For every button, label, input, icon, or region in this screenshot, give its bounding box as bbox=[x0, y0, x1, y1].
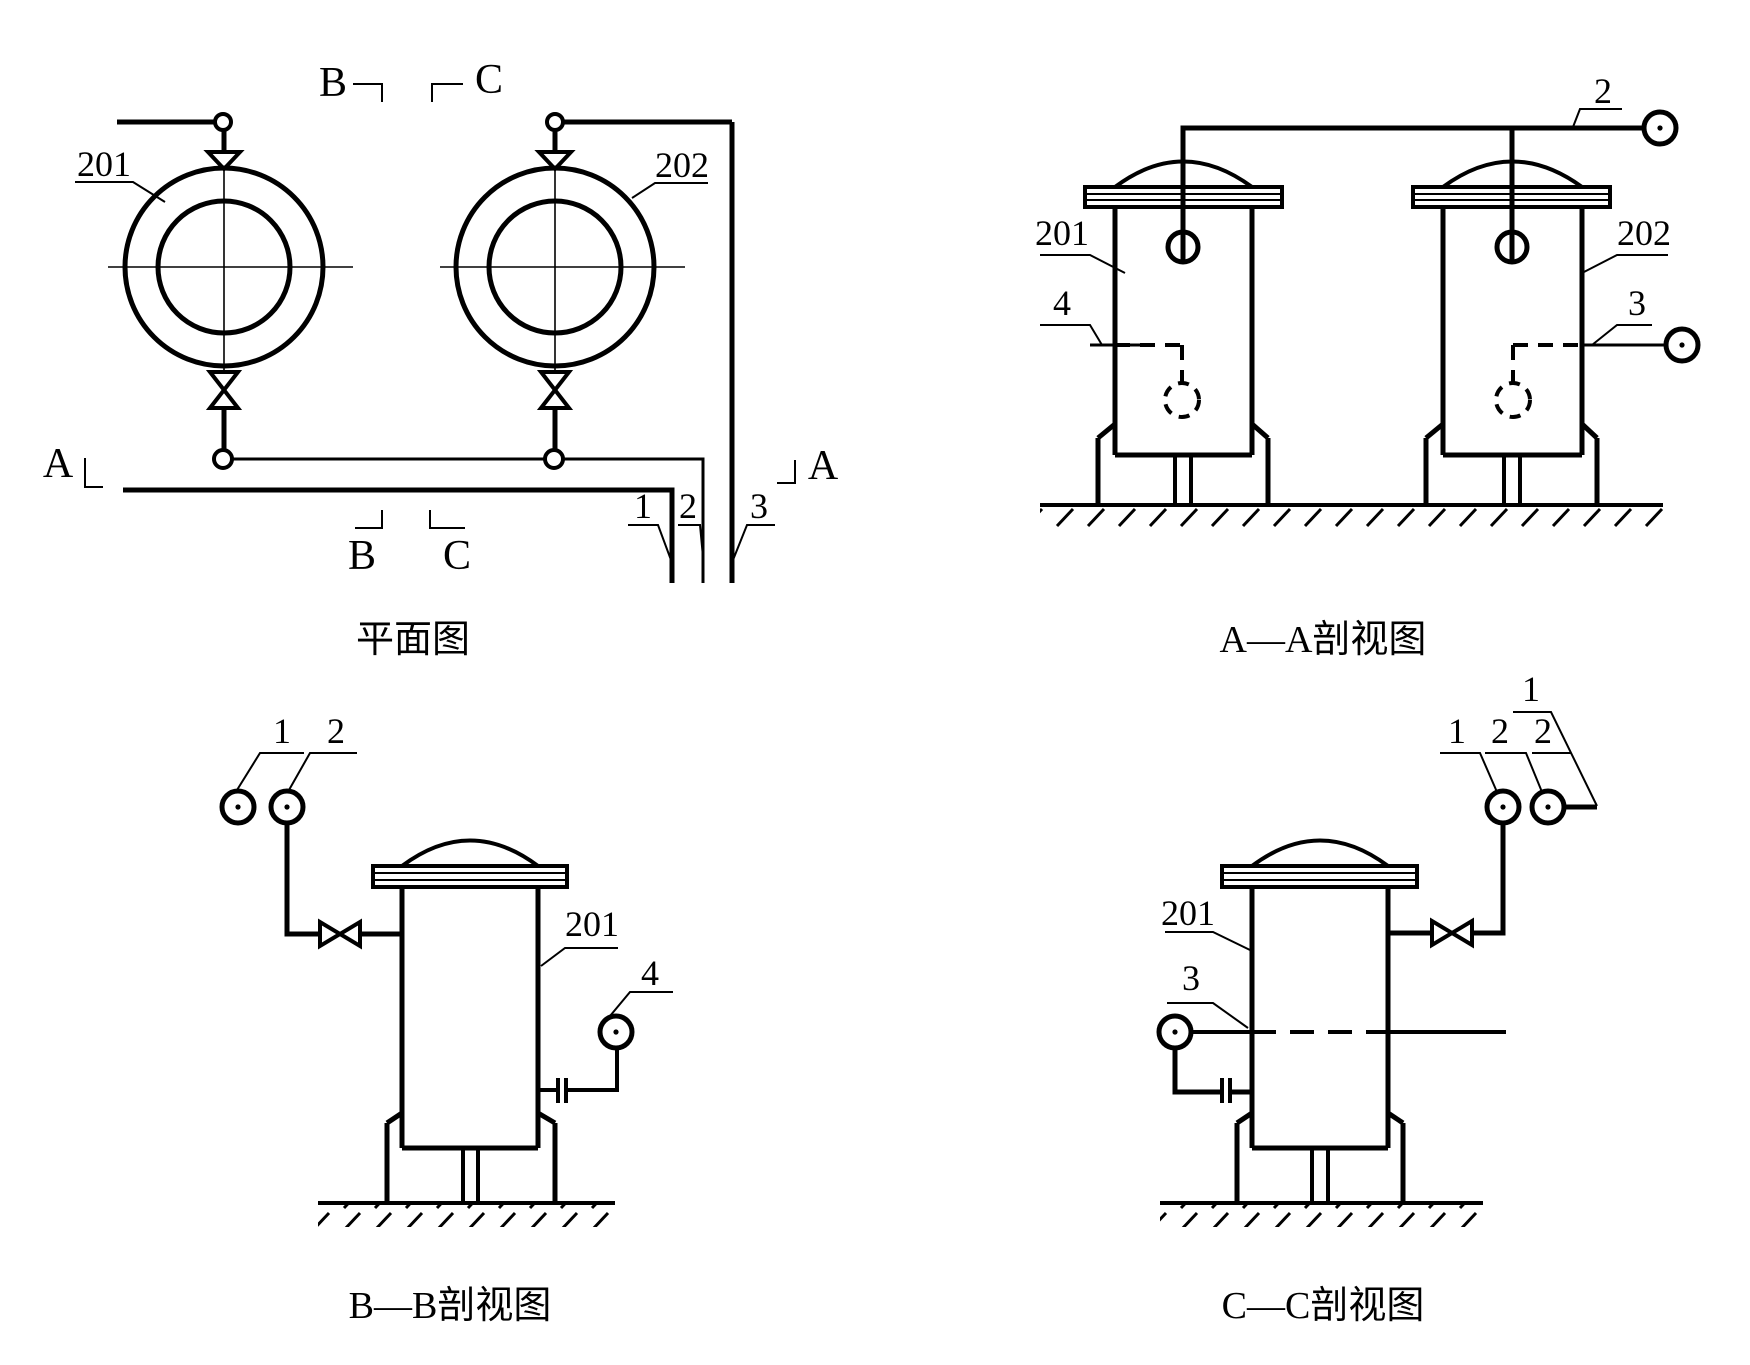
label-pipe-4: 4 bbox=[1053, 283, 1071, 323]
vessel-dome bbox=[400, 838, 540, 868]
nozzle bbox=[1165, 229, 1201, 265]
label-pipe-1: 1 bbox=[1448, 711, 1466, 751]
section-markers: B C A A B C bbox=[43, 57, 839, 579]
section-aa-view: 2 201 4 bbox=[1035, 71, 1701, 661]
label-202: 202 bbox=[1617, 213, 1671, 253]
section-marker-c-bottom: C bbox=[443, 533, 471, 579]
pipe-junction bbox=[543, 448, 565, 470]
section-marker-a-left: A bbox=[43, 441, 74, 487]
section-cc-title: C—C剖视图 bbox=[1222, 1285, 1425, 1327]
nozzle bbox=[1494, 229, 1530, 265]
vessel-202-plan bbox=[453, 112, 657, 450]
section-aa-title: A—A剖视图 bbox=[1220, 619, 1427, 661]
label-pipe-3: 3 bbox=[1628, 283, 1646, 323]
valve-icon bbox=[205, 370, 243, 394]
valve-icon bbox=[536, 386, 574, 410]
section-bb-title: B—B剖视图 bbox=[349, 1285, 552, 1327]
vessel-201-section bbox=[371, 838, 569, 1203]
valve-icon bbox=[536, 370, 574, 394]
section-marker-b-top: B bbox=[319, 60, 347, 106]
vessel-flange bbox=[371, 864, 569, 889]
valve-icon bbox=[1430, 917, 1456, 949]
section-bb-view: 1 2 201 bbox=[219, 711, 673, 1327]
ground-hatch bbox=[318, 1205, 615, 1227]
label-pipe-2: 2 bbox=[1594, 71, 1612, 111]
vessel-flange bbox=[1220, 864, 1419, 889]
hidden-nozzle bbox=[1494, 381, 1532, 419]
label-pipe-1: 1 bbox=[634, 486, 652, 526]
label-201: 201 bbox=[1161, 893, 1215, 933]
pipe-junction bbox=[212, 448, 234, 470]
label-pipe-3: 3 bbox=[1182, 958, 1200, 998]
pipe-junction bbox=[545, 112, 565, 132]
label-pipe-2: 2 bbox=[679, 486, 697, 526]
label-pipe-2: 2 bbox=[327, 711, 345, 751]
label-pipe-1-top: 1 bbox=[1522, 669, 1540, 709]
label-pipe-3: 3 bbox=[750, 486, 768, 526]
vessel-dome bbox=[1250, 838, 1390, 868]
label-202: 202 bbox=[655, 145, 709, 185]
label-201: 201 bbox=[1035, 213, 1089, 253]
valve-icon bbox=[336, 918, 362, 950]
plan-labels: 201 202 1 2 3 bbox=[75, 144, 775, 561]
vessel-201-section bbox=[1220, 838, 1419, 1203]
section-cc-view: 201 1 1 2 2 3 C—C剖视图 bbox=[1156, 669, 1598, 1327]
section-marker-b-bottom: B bbox=[348, 533, 376, 579]
ground-hatch bbox=[1040, 507, 1663, 529]
valve-icon bbox=[534, 150, 576, 172]
plan-view: B C A A B C 201 202 1 2 3 平面图 bbox=[43, 57, 839, 661]
label-pipe-4: 4 bbox=[641, 953, 659, 993]
valve-icon bbox=[205, 386, 243, 410]
pipe bbox=[1172, 1048, 1222, 1095]
vessel-202-elevation bbox=[1411, 128, 1701, 505]
valve-icon bbox=[318, 918, 344, 950]
label-201: 201 bbox=[77, 144, 131, 184]
pipe bbox=[1472, 823, 1506, 936]
pipe bbox=[284, 823, 320, 937]
pipe-junction bbox=[213, 112, 233, 132]
hidden-nozzle bbox=[1163, 381, 1201, 419]
label-pipe-2a: 2 bbox=[1491, 711, 1509, 751]
label-201: 201 bbox=[565, 904, 619, 944]
ground-hatch bbox=[1160, 1205, 1483, 1227]
valve-icon bbox=[1448, 917, 1474, 949]
vessel-201-plan bbox=[122, 112, 326, 450]
manifold-pipe-2 bbox=[223, 457, 705, 583]
valve-icon bbox=[203, 150, 245, 172]
pipe bbox=[566, 1048, 619, 1092]
label-pipe-2b: 2 bbox=[1534, 711, 1552, 751]
section-marker-a-right: A bbox=[808, 443, 839, 489]
vessel-201-elevation bbox=[1083, 128, 1284, 505]
label-pipe-1: 1 bbox=[273, 711, 291, 751]
plan-title: 平面图 bbox=[356, 619, 470, 661]
section-marker-c-top: C bbox=[475, 57, 503, 103]
header-pipe-1 bbox=[123, 487, 675, 583]
